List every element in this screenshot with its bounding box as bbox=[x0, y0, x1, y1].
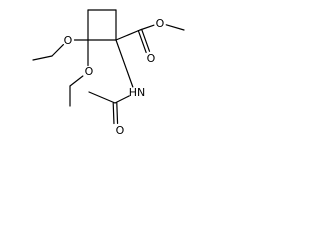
bond-line-b12-1 bbox=[88, 91, 116, 104]
bond-ester_c-ester_o_double bbox=[137, 28, 151, 54]
bond-amide_c-amide_o bbox=[112, 102, 119, 125]
bond-line-b8-1 bbox=[165, 24, 185, 31]
bond-line-b17-1 bbox=[69, 75, 84, 87]
bond-ring_c1-amide_n bbox=[115, 39, 134, 88]
bond-ester_c-ester_o_single bbox=[139, 24, 155, 31]
bond-line-b6-2 bbox=[137, 30, 147, 54]
atom-label-amide_o: O bbox=[116, 124, 125, 137]
bond-line-b5-1 bbox=[115, 29, 141, 41]
bond-line-b9-1 bbox=[115, 39, 134, 88]
bond-ethoxy1_o-ethoxy1_c1 bbox=[51, 43, 65, 57]
atom-label-ethoxy1_o: O bbox=[64, 34, 73, 47]
atom-label-ethoxy2_o: O bbox=[85, 65, 94, 78]
atom-label-ester_o_double: O bbox=[147, 52, 156, 65]
bond-ethoxy2_o-ethoxy2_c1 bbox=[69, 75, 84, 87]
bond-line-b11-1 bbox=[116, 102, 119, 125]
bond-line-b15-1 bbox=[32, 55, 53, 61]
molecule-diagram: O O HN O O O bbox=[32, 9, 185, 137]
bond-line-b7-1 bbox=[139, 24, 155, 31]
atom-labels-layer: O O HN O O O bbox=[64, 17, 165, 137]
bond-line-b10-1 bbox=[114, 95, 130, 104]
bond-line-b11-2 bbox=[112, 102, 115, 125]
bond-amide_c-amide_me bbox=[88, 91, 116, 104]
bond-line-b6-1 bbox=[141, 28, 151, 52]
bond-ester_o_single-methyl_c bbox=[165, 24, 185, 31]
bond-line-b14-1 bbox=[51, 43, 65, 57]
atom-label-ester_o_single: O bbox=[156, 17, 165, 30]
bond-ring_c1-ester_c bbox=[115, 29, 141, 41]
bond-amide_n-amide_c bbox=[114, 95, 130, 104]
bonds-layer bbox=[32, 9, 185, 125]
bond-ethoxy1_c1-ethoxy1_c2 bbox=[32, 55, 53, 61]
atom-label-amide_n: HN bbox=[129, 86, 146, 99]
